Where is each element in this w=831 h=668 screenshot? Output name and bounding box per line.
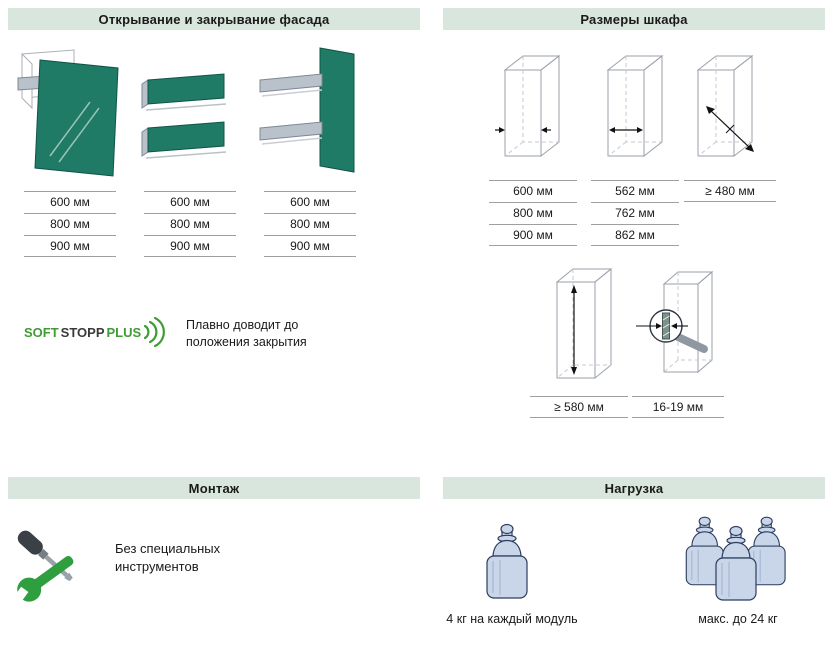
softstopp-waves-icon (144, 316, 166, 348)
dimension-value: 762 мм (591, 202, 679, 224)
facade-thickness-magnifier-icon (636, 270, 714, 374)
cabinet-height-icon (555, 267, 613, 380)
dimension-value: 600 мм (489, 180, 577, 202)
cabinet-width-table: 600 мм 800 мм 900 мм (489, 180, 577, 246)
dimension-value: ≥ 580 мм (530, 396, 628, 418)
montage-description: Без специальных инструментов (115, 541, 221, 574)
dimension-value: 600 мм (264, 191, 356, 213)
cabinet-inner-width-table: 562 мм 762 мм 862 мм (591, 180, 679, 246)
montage-section-title: Монтаж (8, 477, 420, 499)
dimension-value: 900 мм (489, 224, 577, 246)
dimension-value: 900 мм (144, 235, 236, 257)
load-max-label: макс. до 24 кг (698, 612, 778, 626)
cabinet-open-facade-icon (17, 49, 119, 177)
softstopp-description: Плавно доводит до положения закрытия (186, 318, 307, 349)
facade-width-table-2: 600 мм 800 мм 900 мм (144, 191, 236, 257)
dimension-value: 900 мм (24, 235, 116, 257)
dimension-value: 562 мм (591, 180, 679, 202)
dimension-value: 900 мм (264, 235, 356, 257)
facade-width-table-3: 600 мм 800 мм 900 мм (264, 191, 356, 257)
dimension-value: 800 мм (144, 213, 236, 235)
dimension-value: 800 мм (264, 213, 356, 235)
dimension-value: 16-19 мм (632, 396, 724, 418)
load-section-title: Нагрузка (443, 477, 825, 499)
dimension-value: 800 мм (24, 213, 116, 235)
logo-soft: SOFT (24, 324, 59, 340)
dimensions-section-title: Размеры шкафа (443, 8, 825, 30)
weight-icon (486, 523, 528, 599)
facade-section-title: Открывание и закрывание фасада (8, 8, 420, 30)
facade-thickness-label: 16-19 мм (632, 396, 724, 418)
cabinet-side-rails-icon (259, 47, 355, 173)
logo-stopp: STOPP (60, 324, 105, 340)
logo-plus: PLUS (106, 324, 142, 340)
cabinet-flaps-icon (141, 73, 227, 159)
cabinet-outer-width-icon (495, 54, 561, 158)
cabinet-depth-table: ≥ 480 мм (684, 180, 776, 202)
dimension-value: ≥ 480 мм (684, 180, 776, 202)
cabinet-inner-width-icon (606, 54, 664, 158)
dimension-value: 600 мм (24, 191, 116, 213)
dimension-value: 600 мм (144, 191, 236, 213)
tools-icon (12, 530, 74, 606)
dimension-value: 800 мм (489, 202, 577, 224)
cabinet-depth-icon (696, 54, 754, 158)
dimension-value: 862 мм (591, 224, 679, 246)
weights-group-icon (685, 516, 786, 601)
cabinet-height-label: ≥ 580 мм (530, 396, 628, 418)
facade-width-table-1: 600 мм 800 мм 900 мм (24, 191, 116, 257)
load-per-module-label: 4 кг на каждый модуль (446, 612, 578, 626)
